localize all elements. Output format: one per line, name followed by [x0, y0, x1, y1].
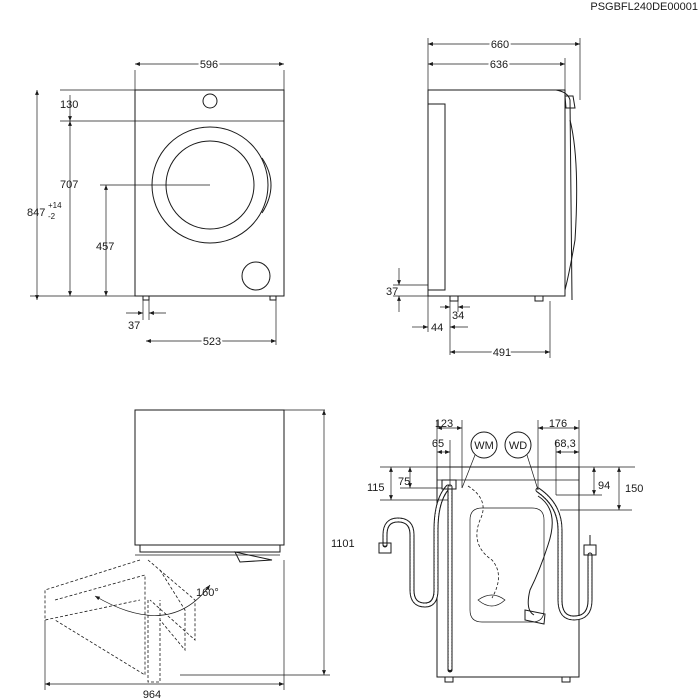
label-door-opening-width: 964	[143, 689, 161, 700]
badge-wd	[504, 431, 532, 459]
label-side-foot-height: 37	[386, 286, 398, 298]
label-side-foot-span: 491	[493, 347, 511, 359]
label-rear-left-outer: 123	[435, 418, 453, 430]
label-front-total-height: 847	[27, 207, 45, 219]
label-rear-left-height-inner: 75	[398, 476, 410, 488]
label-door-total-height: 1101	[331, 538, 355, 550]
document-code: PSGBFL240DE00001	[590, 1, 698, 13]
label-side-foot-offset: 34	[452, 310, 464, 322]
side-body-outline	[427, 89, 566, 297]
label-rear-left-inner: 65	[432, 438, 444, 450]
label-wm: WM	[474, 440, 494, 452]
label-front-tolerance-plus: +14	[48, 201, 62, 210]
label-side-foot-inset: 44	[431, 322, 443, 334]
label-rear-right-outer: 176	[549, 418, 567, 430]
label-side-body-depth: 636	[490, 59, 508, 71]
label-rear-right-height-outer: 150	[625, 483, 643, 495]
label-rear-right-height-inner: 94	[598, 480, 610, 492]
side-view: 660 636 37 34 44 491	[386, 37, 581, 361]
label-door-opening-angle: 160°	[196, 587, 219, 599]
rear-view: WM WD 123 65 176 68,3 115 75	[367, 418, 643, 683]
label-front-top-offset: 130	[60, 99, 78, 111]
label-front-foot-span: 523	[203, 336, 221, 348]
label-side-overall-depth: 660	[491, 39, 509, 51]
door-view-body	[134, 409, 285, 546]
label-front-width: 596	[200, 59, 218, 71]
front-filter-cover	[241, 261, 271, 291]
label-front-foot-offset: 37	[128, 320, 140, 332]
door-opening-view: 160° 964 1101	[44, 409, 355, 700]
label-wd: WD	[509, 440, 527, 452]
label-front-dispenser-height: 457	[96, 241, 114, 253]
badge-wm	[470, 431, 498, 459]
label-rear-right-inner: 68,3	[554, 438, 575, 450]
label-front-tolerance-minus: -2	[48, 212, 56, 221]
front-view: 596 130 707 847 +14 -2 457 37 523	[27, 57, 285, 350]
label-front-door-height: 707	[60, 179, 78, 191]
front-knob	[202, 93, 218, 109]
label-rear-left-height-outer: 115	[367, 482, 385, 494]
